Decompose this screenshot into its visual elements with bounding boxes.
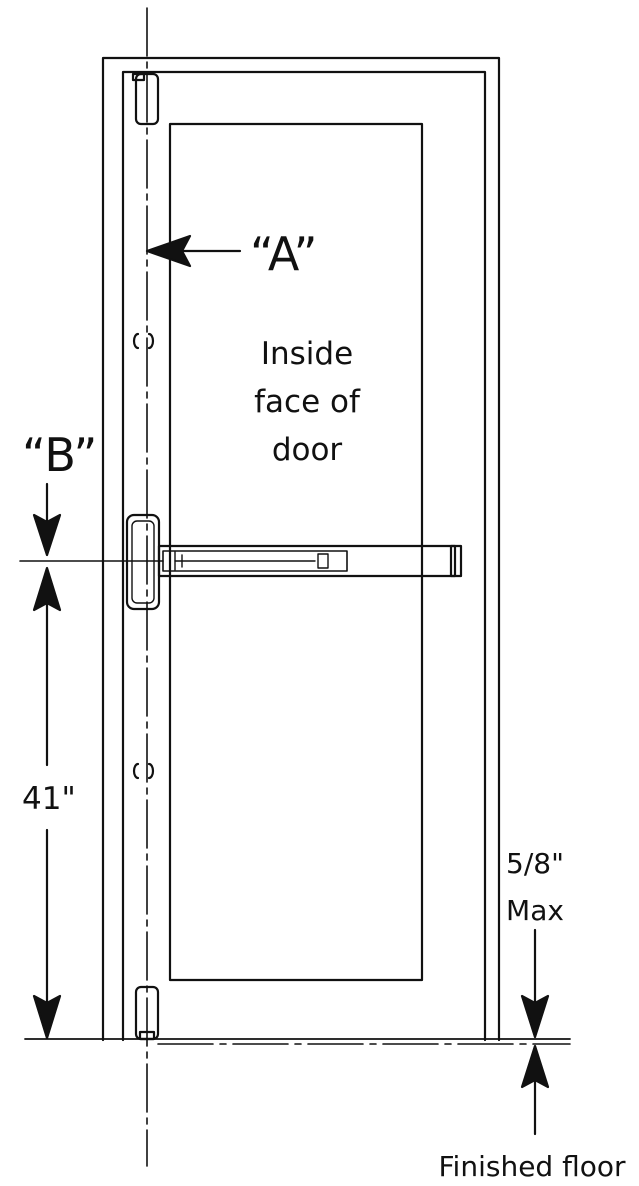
top-hinge xyxy=(131,72,160,126)
hinge-marker-lower xyxy=(132,762,155,780)
dimension-41-up xyxy=(32,566,62,767)
marker-a-label: “A” xyxy=(250,227,318,281)
finished-floor-label: Finished floor xyxy=(438,1150,626,1183)
marker-b-label: “B” xyxy=(22,428,97,482)
inside-face-line3: door xyxy=(272,432,343,468)
inside-face-line1: Inside xyxy=(261,336,353,372)
exit-device xyxy=(125,513,463,611)
door-frame-inner xyxy=(121,70,487,1042)
arrow-b-down xyxy=(32,482,62,557)
threshold-arrow-down xyxy=(520,928,550,1039)
threshold-label-line2: Max xyxy=(506,894,564,927)
door-frame-outer xyxy=(101,56,501,1042)
threshold-arrow-up xyxy=(520,1044,550,1136)
arrow-a xyxy=(145,234,242,268)
threshold-label-line1: 5/8" xyxy=(506,847,564,880)
dimension-41-down xyxy=(32,828,62,1040)
height-41-label: 41" xyxy=(22,781,76,817)
glass-panel xyxy=(168,122,424,982)
inside-face-line2: face of xyxy=(254,384,361,420)
hinge-marker-upper xyxy=(132,332,155,350)
